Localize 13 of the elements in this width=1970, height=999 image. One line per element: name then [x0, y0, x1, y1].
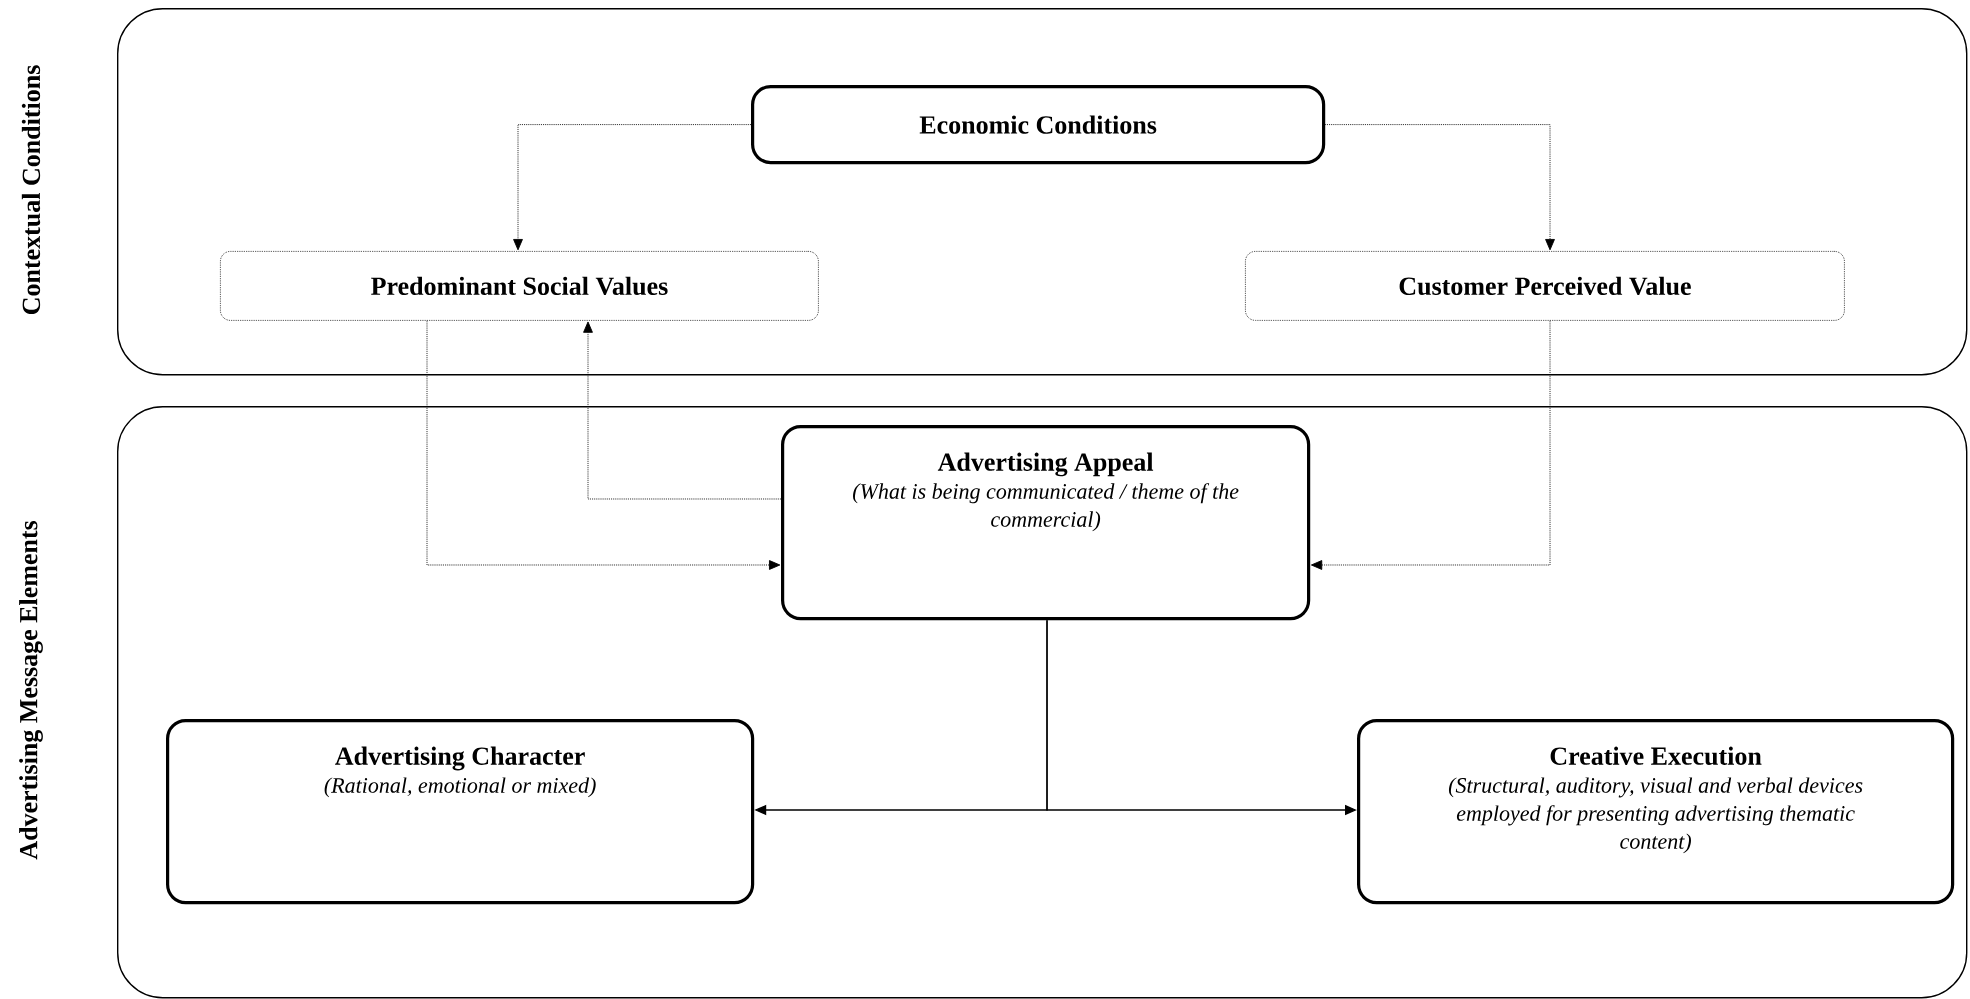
arrow: [513, 124, 752, 251]
dotted-box: Predominant Social Values: [220, 251, 819, 321]
arrow: [1310, 320, 1551, 570]
arrow: [583, 321, 782, 500]
box: Creative Execution (Structural, auditory, visual and verbal devices employed for presenting advertising thematic content): [1357, 719, 1955, 905]
dotted-box: Customer Perceived Value: [1245, 251, 1845, 321]
band-label: Advertising Message Elements: [19, 520, 43, 860]
box: Economic Conditions: [751, 85, 1326, 165]
box: Advertising Character (Rational, emotional or mixed): [166, 719, 755, 905]
arrow: [426, 320, 781, 570]
box: Advertising Appeal (What is being communicated / theme of the commercial): [781, 425, 1311, 621]
band-label: Contextual Conditions: [21, 65, 41, 315]
arrow: [1324, 124, 1555, 251]
